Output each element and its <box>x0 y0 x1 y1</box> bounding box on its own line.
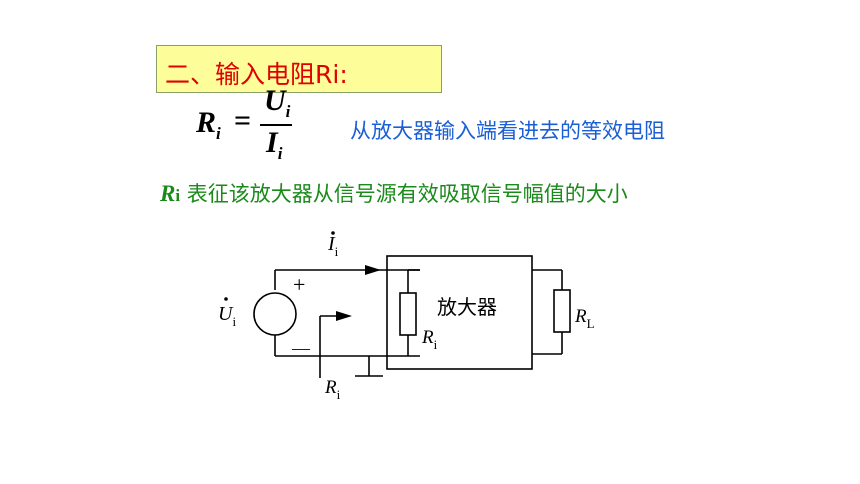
input-resistance-sub: i <box>337 387 341 402</box>
formula-lhs-sub: i <box>216 124 221 143</box>
load-resistor-sub: L <box>587 316 595 331</box>
formula-description: 从放大器输入端看进去的等效电阻 <box>350 119 665 143</box>
source-dot-icon <box>224 297 228 301</box>
source-label-symbol: U <box>218 303 234 325</box>
ri-note-sub: i <box>175 186 181 205</box>
fraction-bar <box>260 124 292 126</box>
formula-equals: = <box>234 104 252 137</box>
amplifier-label: 放大器 <box>437 295 497 319</box>
current-label: Ii <box>327 233 339 259</box>
current-label-sub: i <box>335 244 339 259</box>
current-dot-icon <box>331 231 335 235</box>
formula-lhs: Ri <box>196 106 221 144</box>
source-label: Ui <box>218 303 236 329</box>
load-resistor-icon <box>553 289 571 333</box>
plus-sign: + <box>293 272 305 297</box>
amplifier-box <box>386 255 533 370</box>
inner-resistor-symbol: R <box>421 327 434 348</box>
section-title: 二、输入电阻Ri: <box>165 60 348 89</box>
ri-note-text: 表征该放大器从信号源有效吸取信号幅值的大小 <box>180 182 628 206</box>
minus-sign: — <box>291 338 311 358</box>
load-resistor-label: RL <box>574 306 595 331</box>
voltage-source-icon <box>253 292 297 336</box>
current-arrow <box>365 265 381 275</box>
ri-note-symbol: R <box>160 181 176 206</box>
formula-numerator-sub: i <box>285 102 291 121</box>
input-resistance-formula: Ri = Ui Ii <box>196 84 306 168</box>
inner-resistor-label: Ri <box>421 327 438 352</box>
input-resistance-label: Ri <box>324 377 341 402</box>
ri-note: Ri 表征该放大器从信号源有效吸取信号幅值的大小 <box>160 178 628 208</box>
input-resistance-symbol: R <box>324 377 337 398</box>
formula-numerator-symbol: U <box>264 84 286 117</box>
inner-resistor-icon <box>399 292 417 336</box>
formula-denominator: Ii <box>266 126 282 164</box>
section-title-box: 二、输入电阻Ri: <box>156 45 442 93</box>
formula-lhs-symbol: R <box>196 106 217 139</box>
source-label-sub: i <box>232 314 236 329</box>
inner-resistor-sub: i <box>434 337 438 352</box>
formula-denominator-sub: i <box>277 144 283 163</box>
ri-indicator-arrow <box>336 311 352 321</box>
load-resistor-symbol: R <box>574 306 587 327</box>
current-label-symbol: I <box>327 233 336 255</box>
formula-numerator: Ui <box>264 84 290 122</box>
formula-denominator-symbol: I <box>266 126 278 159</box>
